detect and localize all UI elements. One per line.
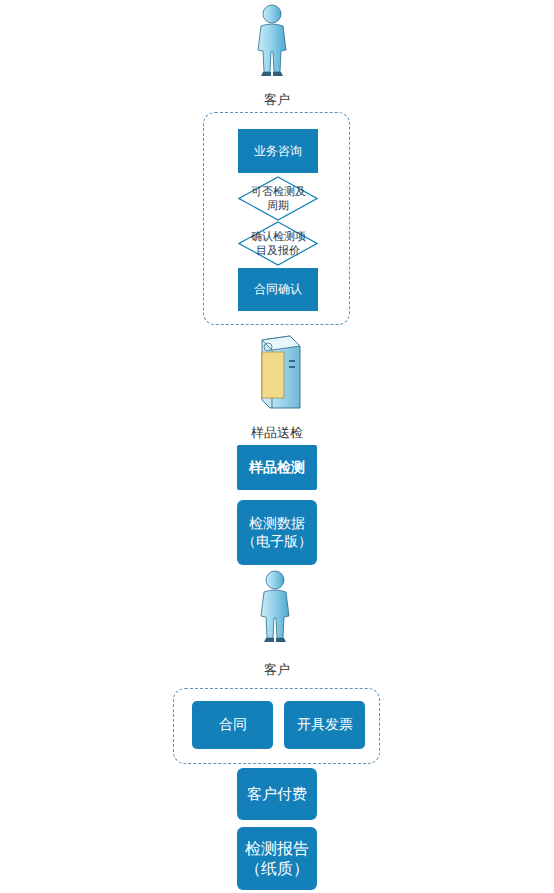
person-icon	[261, 571, 289, 642]
group-frame: 客户合同开具发票	[173, 688, 380, 764]
group-heading: 客户	[134, 661, 419, 679]
node-text: 合同确认	[254, 282, 302, 297]
process-box: 客户付费	[237, 768, 317, 820]
group-heading: 客户	[164, 91, 389, 109]
process-box: 检测数据（电子版）	[237, 500, 317, 565]
decision-diamond: 可否检测及周期	[238, 176, 318, 221]
person-icon	[258, 5, 286, 76]
node-text: 业务咨询	[254, 144, 302, 159]
node-text: 确认检测项目及报价	[249, 230, 307, 258]
decision-diamond: 确认检测项目及报价	[238, 221, 318, 266]
process-box: 合同确认	[238, 268, 318, 311]
node-text: 检测数据（电子版）	[241, 515, 313, 550]
process-box: 合同	[192, 701, 273, 749]
node-text: 可否检测及周期	[249, 185, 307, 213]
group-frame: 客户业务咨询可否检测及周期确认检测项目及报价合同确认	[203, 112, 350, 325]
node-text: 检测报告（纸质）	[241, 839, 313, 879]
node-text: 客户付费	[247, 785, 307, 804]
process-box: 样品检测	[237, 445, 317, 490]
node-text: 样品检测	[249, 459, 305, 477]
server-icon	[262, 336, 300, 408]
node-text: 合同	[219, 716, 247, 734]
process-box: 开具发票	[284, 701, 365, 749]
step-label: 样品送检	[251, 424, 303, 442]
node-text: 开具发票	[297, 716, 353, 734]
process-box: 检测报告（纸质）	[237, 827, 317, 890]
process-box: 业务咨询	[238, 129, 318, 173]
